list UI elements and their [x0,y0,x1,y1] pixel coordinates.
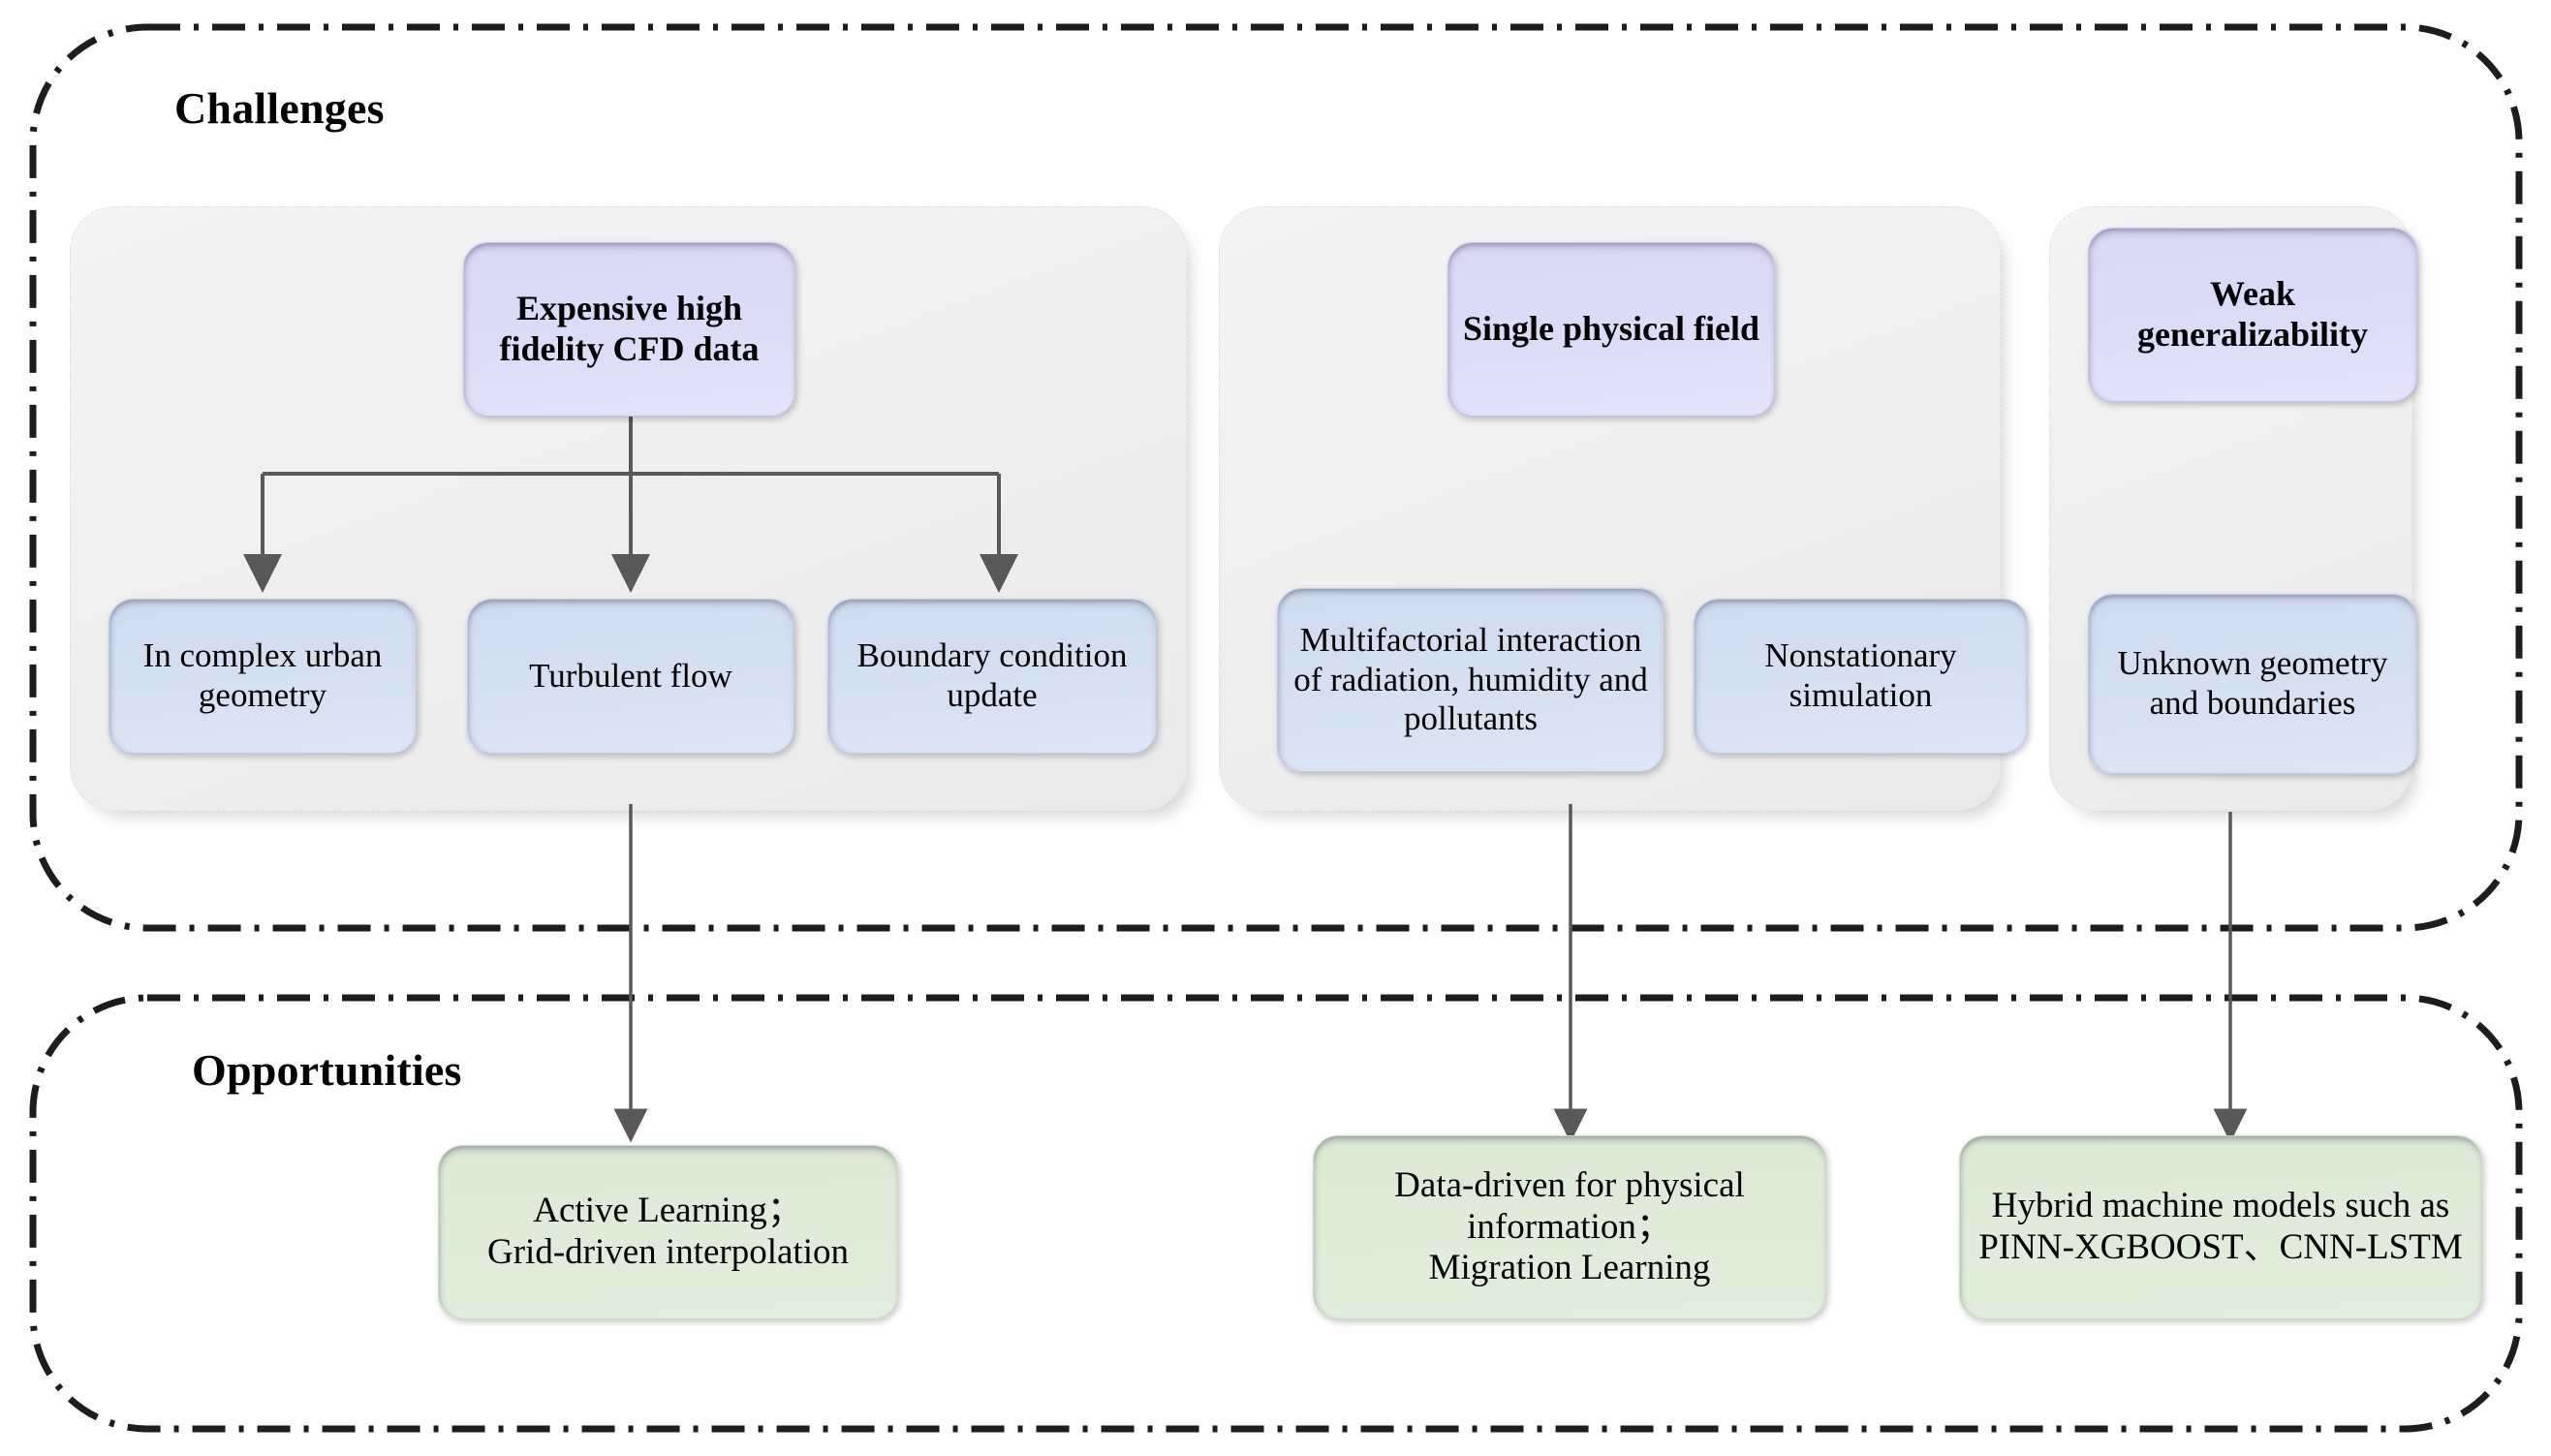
node-complex-urban-geometry[interactable]: In complex urban geometry [109,599,417,754]
node-label: Turbulent flow [529,656,732,695]
node-label: Nonstationary simulation [1764,636,1957,714]
node-label: Active Learning； Grid-driven interpolati… [487,1191,849,1272]
node-label: Hybrid machine models such as PINN-XGBOO… [1978,1186,2463,1267]
node-data-driven-migration-learning[interactable]: Data-driven for physical information； Mi… [1313,1135,1826,1319]
node-active-learning-grid-interpolation[interactable]: Active Learning； Grid-driven interpolati… [438,1145,898,1319]
node-hybrid-machine-models[interactable]: Hybrid machine models such as PINN-XGBOO… [1959,1135,2482,1319]
node-nonstationary-simulation[interactable]: Nonstationary simulation [1694,599,2028,754]
node-unknown-geometry-boundaries[interactable]: Unknown geometry and boundaries [2088,594,2417,774]
node-multifactorial-interaction[interactable]: Multifactorial interaction of radiation,… [1277,588,1664,772]
node-label: Multifactorial interaction of radiation,… [1293,621,1648,738]
node-boundary-condition-update[interactable]: Boundary condition update [827,599,1157,754]
node-label: Unknown geometry and boundaries [2117,644,2388,722]
node-weak-generalizability[interactable]: Weak generalizability [2088,228,2417,402]
node-label: Single physical field [1462,309,1760,349]
node-single-physical-field[interactable]: Single physical field [1447,242,1775,417]
node-turbulent-flow[interactable]: Turbulent flow [467,599,794,754]
node-label: Data-driven for physical information； Mi… [1394,1164,1745,1288]
node-label: In complex urban geometry [142,636,383,714]
region-title-opportunities: Opportunities [192,1045,462,1095]
node-label: Expensive high fidelity CFD data [499,289,760,368]
node-label: Weak generalizability [2137,274,2368,354]
node-label: Boundary condition update [856,636,1128,714]
node-expensive-cfd-data[interactable]: Expensive high fidelity CFD data [463,242,795,417]
region-title-challenges: Challenges [174,83,385,133]
